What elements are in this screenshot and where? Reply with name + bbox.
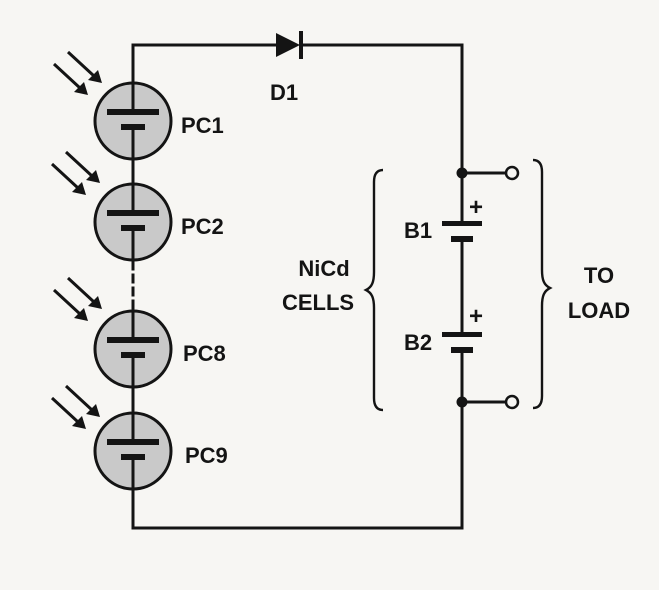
- photocell-pc1: PC1: [93, 81, 224, 161]
- light-arrow-line: [66, 276, 96, 304]
- photocell-plate-long: [107, 210, 159, 216]
- light-arrows-pc9: [50, 384, 100, 429]
- photocell-pc8: PC8: [93, 309, 226, 389]
- battery-polarity: +: [469, 303, 483, 330]
- label-to: TO: [584, 263, 614, 288]
- battery-polarity: +: [469, 194, 483, 221]
- light-arrow-head: [74, 308, 88, 321]
- photocell-plate-short: [121, 352, 145, 358]
- battery-b1: + B1: [404, 194, 483, 243]
- photocell-label: PC2: [181, 214, 224, 239]
- light-arrows-pc2: [50, 150, 100, 195]
- diode-label: D1: [270, 80, 298, 105]
- photocell-disc: [93, 182, 173, 262]
- brace-nicd-cells: [363, 168, 384, 412]
- terminal-bottom: [504, 394, 520, 410]
- label-nicd: NiCd: [298, 256, 349, 281]
- brace-to-load: [532, 158, 553, 410]
- battery-label: B1: [404, 218, 432, 243]
- light-arrow-head: [88, 296, 102, 309]
- light-arrow-line: [52, 62, 82, 90]
- photocell-disc: [93, 81, 173, 161]
- light-arrow-head: [74, 82, 88, 95]
- photocell-plate-long: [107, 109, 159, 115]
- label-load: LOAD: [568, 298, 630, 323]
- light-arrow-head: [72, 182, 86, 195]
- battery-plate-negative: [451, 347, 473, 353]
- light-arrow-head: [86, 404, 100, 417]
- light-arrow-line: [66, 50, 96, 78]
- battery-plate-positive: [442, 332, 482, 337]
- battery-plate-positive: [442, 221, 482, 226]
- photocell-label: PC9: [185, 443, 228, 468]
- photocell-pc9: PC9: [93, 411, 228, 491]
- battery-plate-negative: [451, 236, 473, 242]
- photocell-plate-long: [107, 337, 159, 343]
- light-arrows-pc8: [52, 276, 102, 321]
- photocell-plate-long: [107, 439, 159, 445]
- light-arrow-line: [50, 162, 80, 190]
- label-cells: CELLS: [282, 290, 354, 315]
- light-arrow-line: [64, 384, 94, 412]
- light-arrow-head: [88, 70, 102, 83]
- photocell-plate-short: [121, 454, 145, 460]
- photocell-label: PC8: [183, 341, 226, 366]
- light-arrow-line: [50, 396, 80, 424]
- battery-b2: + B2: [404, 303, 483, 355]
- photocell-plate-short: [121, 225, 145, 231]
- light-arrow-head: [72, 416, 86, 429]
- light-arrow-line: [52, 288, 82, 316]
- photocell-pc2: PC2: [93, 182, 224, 262]
- diode-triangle: [276, 33, 300, 57]
- light-arrow-head: [86, 170, 100, 183]
- light-arrow-line: [64, 150, 94, 178]
- photocell-disc: [93, 309, 173, 389]
- battery-label: B2: [404, 330, 432, 355]
- diode-d1: D1: [270, 31, 303, 105]
- terminal-top: [504, 165, 520, 181]
- photocell-plate-short: [121, 124, 145, 130]
- wiring: [131, 43, 520, 530]
- light-arrows-pc1: [52, 50, 102, 95]
- photocell-label: PC1: [181, 113, 224, 138]
